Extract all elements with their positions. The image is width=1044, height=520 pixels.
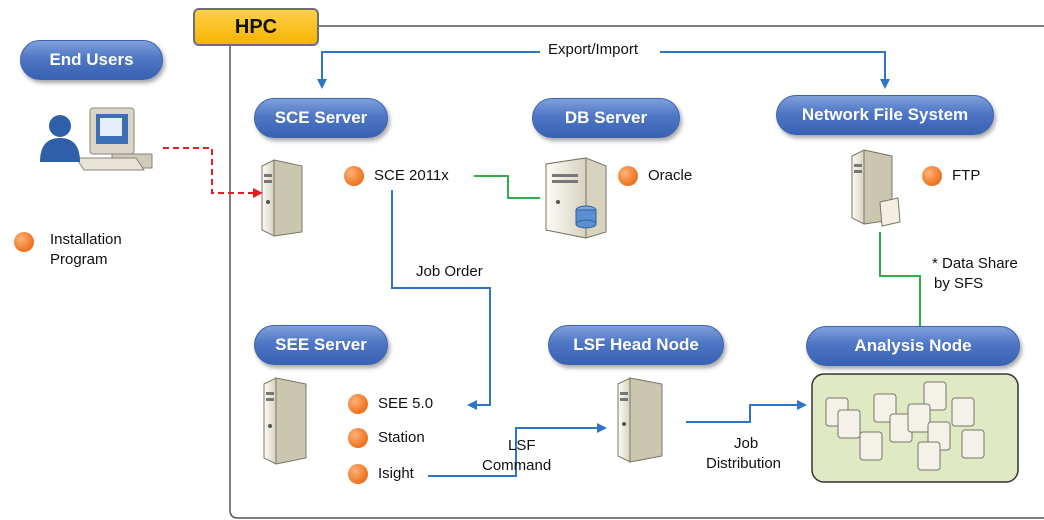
nfs-bullet (922, 166, 942, 186)
analysis-node-pill: Analysis Node (806, 326, 1020, 366)
db-server-icon (545, 157, 607, 239)
job-order-line (391, 190, 491, 410)
export-import-line (317, 51, 540, 89)
job-distribution-label-2: Distribution (706, 455, 782, 472)
sce-db-link (474, 175, 540, 199)
end-users-pill: End Users (20, 40, 163, 80)
sce-item-label: SCE 2011x (374, 167, 449, 184)
legend-bullet (14, 232, 34, 252)
see-bullet-3 (348, 464, 368, 484)
nfs-server-icon (851, 149, 901, 227)
export-import-label: Export/Import (548, 41, 639, 58)
sce-bullet (344, 166, 364, 186)
see-bullet-2 (348, 428, 368, 448)
data-share-label-2: by SFS (934, 275, 984, 292)
see-bullet-1 (348, 394, 368, 414)
lsf-server-icon (617, 377, 663, 463)
see-server-icon (263, 377, 307, 465)
lsf-command-label-1: LSF (508, 437, 536, 454)
hpc-title-tab: HPC (193, 8, 319, 46)
end-users-connection (163, 147, 263, 198)
db-bullet (618, 166, 638, 186)
data-share-label-1: * Data Share (932, 255, 1018, 272)
lsf-command-label-2: Command (482, 457, 552, 474)
nfs-item-label: FTP (952, 167, 981, 184)
lsf-head-node-pill: LSF Head Node (548, 325, 724, 365)
job-order-label: Job Order (416, 263, 483, 280)
analysis-cluster (811, 373, 1019, 483)
job-distribution-line (686, 400, 807, 423)
legend-line1: Installation (50, 231, 122, 248)
see-item-1: SEE 5.0 (378, 395, 434, 412)
sce-server-icon (261, 159, 303, 237)
sce-server-pill: SCE Server (254, 98, 388, 138)
nfs-pill: Network File System (776, 95, 994, 135)
job-distribution-label-1: Job (734, 435, 759, 452)
lsf-command-line (428, 423, 607, 477)
db-server-pill: DB Server (532, 98, 680, 138)
see-server-pill: SEE Server (254, 325, 388, 365)
see-item-2: Station (378, 429, 425, 446)
data-share-link (879, 232, 921, 326)
legend-line2: Program (50, 251, 108, 268)
see-item-3: Isight (378, 465, 414, 482)
db-item-label: Oracle (648, 167, 693, 184)
